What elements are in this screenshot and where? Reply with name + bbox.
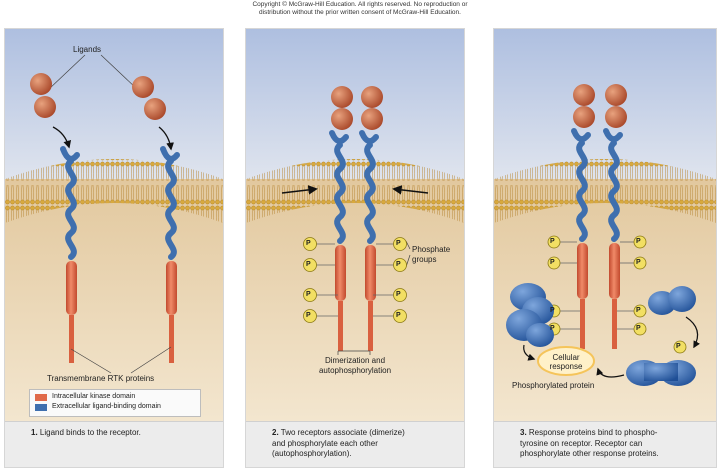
phosphate-group xyxy=(633,235,647,249)
caption-line-2: tyrosine on receptor. Receptor can xyxy=(520,438,643,448)
ligand-pair-left xyxy=(331,86,353,130)
caption-line-3: (autophosphorylation). xyxy=(272,449,352,458)
ligand-pair-left xyxy=(573,84,595,128)
p-label: P xyxy=(550,259,555,266)
phosphorylated-protein xyxy=(626,360,696,386)
phosphate-group xyxy=(303,288,317,302)
p-label: P xyxy=(550,325,555,332)
panel3-caption: 3. Response proteins bind to phospho- ty… xyxy=(494,421,716,467)
rtk-proteins-label: Transmembrane RTK proteins xyxy=(47,374,155,383)
phosphate-groups-label: Phosphate groups xyxy=(412,245,450,265)
extracellular-space xyxy=(494,29,716,179)
phosphate-groups xyxy=(303,237,407,323)
p-label: P xyxy=(636,259,641,266)
p-label: P xyxy=(306,291,311,298)
phosphate-group xyxy=(633,322,647,336)
ligand-pair-right xyxy=(132,76,166,120)
caption-line-1: Response proteins bind to phospho- xyxy=(528,428,658,437)
dimer-label-line-1: Dimerization and xyxy=(324,356,386,365)
cytoplasm xyxy=(246,179,464,421)
cellular-response-label: Cellular response xyxy=(538,353,594,371)
rtk-receptor-left xyxy=(60,146,80,363)
copyright-line-2: distribution without the prior written c… xyxy=(259,9,461,16)
phosphate-label-line-2: groups xyxy=(412,255,437,264)
caption-text: Ligand binds to the receptor. xyxy=(39,428,141,437)
phosphate-group xyxy=(393,258,407,272)
ligand-pair-left xyxy=(30,73,56,118)
phosphate-group xyxy=(633,256,647,270)
phosphate-group xyxy=(547,256,561,270)
cell-membrane xyxy=(5,159,223,223)
panel2-illustration xyxy=(246,29,464,421)
p-label: P xyxy=(550,307,555,314)
extracellular-space xyxy=(246,29,464,179)
panel2-caption: 2. Two receptors associate (dimerize) an… xyxy=(246,421,464,467)
caption-line-2: and phosphorylate each other xyxy=(272,438,378,448)
cellular-response-burst xyxy=(537,346,595,376)
panel1-illustration xyxy=(5,29,223,421)
p-label: P xyxy=(636,325,641,332)
phosphate-group xyxy=(633,304,647,318)
p-label: P xyxy=(636,307,641,314)
caption-number: 1. xyxy=(31,428,38,437)
p-label: P xyxy=(396,240,401,247)
ligands-label: Ligands xyxy=(73,45,102,54)
response-line-1: Cellular xyxy=(552,353,580,362)
caption-number: 3. xyxy=(520,428,527,437)
legend-label-binding: Extracellular ligand-binding domain xyxy=(52,403,161,410)
legend-item-binding: Extracellular ligand-binding domain xyxy=(35,402,195,412)
response-protein-bound-right xyxy=(648,286,696,315)
kinase-swatch xyxy=(35,393,47,401)
phosphate-connectors xyxy=(560,241,634,330)
dimer-label-line-2: autophosphorylation xyxy=(318,366,392,375)
cell-membrane xyxy=(246,159,464,223)
response-protein-bound-left xyxy=(506,283,554,347)
ligand-pair-right xyxy=(361,86,383,130)
phosphate-group-on-response-protein xyxy=(673,340,687,354)
p-label: P xyxy=(550,238,555,245)
response-line-2: response xyxy=(549,362,583,371)
panel-ligand-binding: Ligands Transmembrane RTK proteins Intra… xyxy=(4,28,224,468)
copyright-line-1: Copyright © McGraw-Hill Education. All r… xyxy=(252,1,468,8)
caption-line-1: Two receptors associate (dimerize) xyxy=(280,428,405,437)
panel-response-proteins: P P P P P P P P P Cellular response Phos… xyxy=(493,28,717,468)
legend-item-kinase: Intracellular kinase domain xyxy=(35,392,195,402)
phosphorylated-protein-label: Phosphorylated protein xyxy=(512,381,595,390)
phosphate-group xyxy=(393,309,407,323)
caption-number: 2. xyxy=(272,428,279,437)
p-label: P xyxy=(306,312,311,319)
cell-membrane xyxy=(494,159,716,223)
binding-swatch xyxy=(35,403,47,411)
phosphate-group xyxy=(303,258,317,272)
rtk-receptor-right xyxy=(160,146,180,363)
caption-line-3: phosphorylate other response proteins. xyxy=(520,449,659,458)
panel1-caption: 1. Ligand binds to the receptor. xyxy=(5,421,223,467)
panel3-illustration xyxy=(494,29,716,421)
p-label: P xyxy=(676,343,681,350)
legend-label-kinase: Intracellular kinase domain xyxy=(52,393,136,400)
phosphate-group xyxy=(547,235,561,249)
receptor-dimer xyxy=(329,130,379,351)
phosphate-group xyxy=(303,309,317,323)
p-label: P xyxy=(636,238,641,245)
p-label: P xyxy=(396,291,401,298)
legend: Intracellular kinase domain Extracellula… xyxy=(29,389,201,417)
panel-dimerization: P P P P P P P P Phosphate groups Dimeriz… xyxy=(245,28,465,468)
p-label: P xyxy=(396,312,401,319)
p-label: P xyxy=(306,261,311,268)
p-label: P xyxy=(306,240,311,247)
phosphate-group xyxy=(393,237,407,251)
receptor-dimer xyxy=(571,128,623,349)
copyright-notice: Copyright © McGraw-Hill Education. All r… xyxy=(0,1,720,17)
dimerization-label: Dimerization and autophosphorylation xyxy=(300,356,410,376)
ligand-pair-right xyxy=(605,84,627,128)
phosphate-group xyxy=(303,237,317,251)
phosphate-groups xyxy=(547,235,687,354)
p-label: P xyxy=(396,261,401,268)
phosphate-group xyxy=(393,288,407,302)
cytoplasm xyxy=(5,179,223,421)
phosphate-connectors xyxy=(316,243,394,317)
phosphate-label-line-1: Phosphate xyxy=(412,245,451,254)
